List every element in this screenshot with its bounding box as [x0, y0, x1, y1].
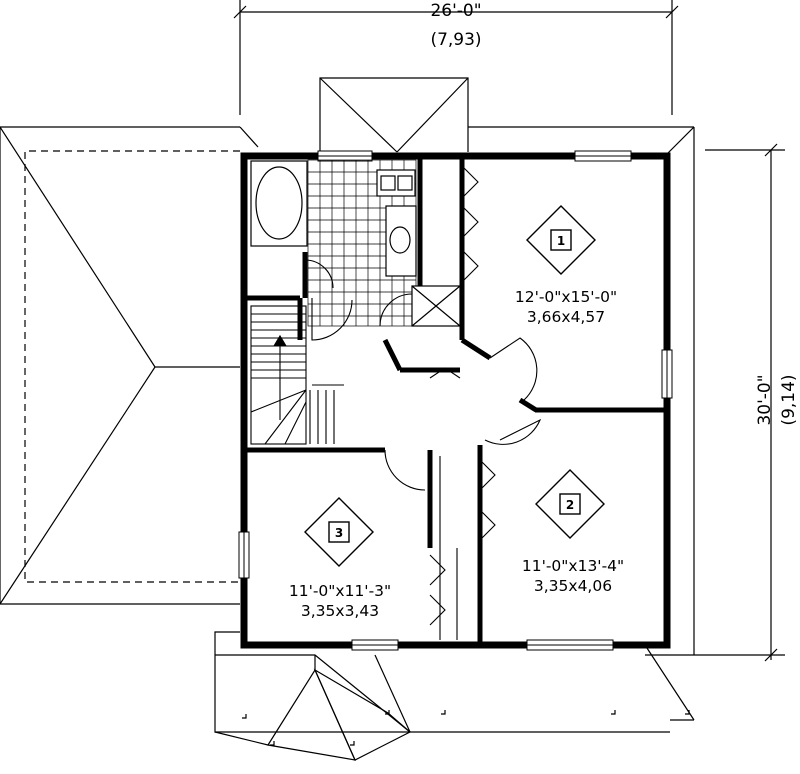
sink-icon [385, 205, 417, 277]
dimension-depth [645, 143, 785, 662]
staircase [250, 305, 344, 445]
room-2-size-metric: 3,35x4,06 [534, 577, 612, 595]
toilet-icon [376, 169, 416, 197]
shower-icon [411, 285, 461, 327]
room-3-size-metric: 3,35x3,43 [301, 602, 379, 620]
top-roof [319, 77, 695, 655]
room-3-size-imperial: 11'-0"x11'-3" [289, 582, 391, 600]
depth-metric-label: (9,14) [779, 374, 799, 425]
closet-doors [429, 165, 496, 640]
room-3-number: 3 [335, 526, 343, 540]
door-swings [304, 259, 542, 491]
room-1-size-metric: 3,66x4,57 [527, 308, 605, 326]
dimension-width [233, 0, 679, 115]
room-badge-2 [535, 469, 605, 539]
room-1-size-imperial: 12'-0"x15'-0" [515, 288, 617, 306]
room-badge-3 [304, 497, 374, 567]
room-2-number: 2 [566, 498, 574, 512]
room-2-size-imperial: 11'-0"x13'-4" [522, 557, 624, 575]
room-1-number: 1 [557, 234, 565, 248]
windows [238, 150, 673, 651]
width-metric-label: (7,93) [430, 30, 481, 50]
bottom-roof [214, 631, 695, 761]
bathtub-icon [250, 160, 308, 247]
room-badge-1 [526, 205, 596, 275]
depth-imperial-label: 30'-0" [755, 374, 775, 425]
width-imperial-label: 26'-0" [430, 1, 481, 21]
left-roof [0, 126, 259, 605]
